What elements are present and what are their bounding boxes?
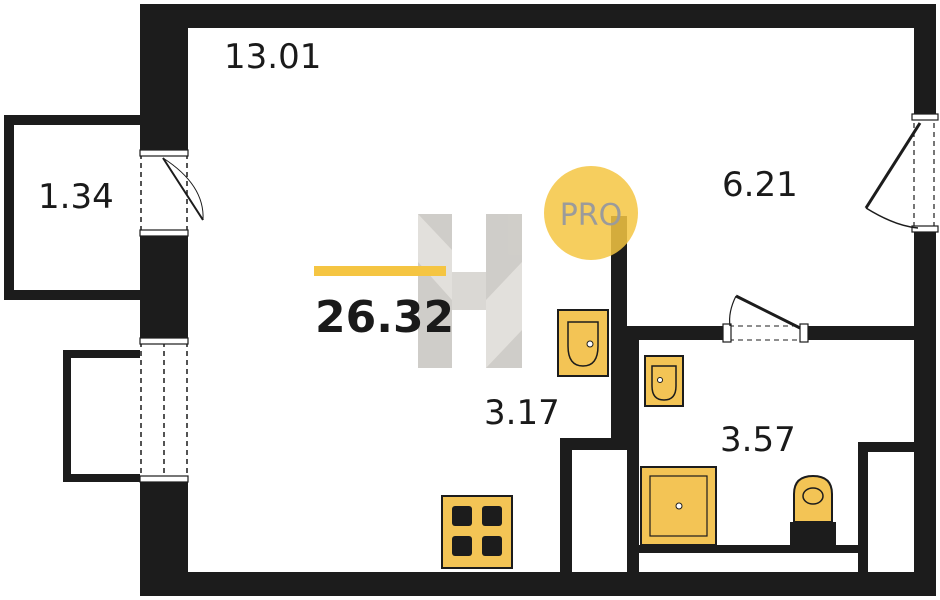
shower-tray bbox=[640, 466, 717, 546]
room-area-balcony: 1.34 bbox=[38, 177, 114, 217]
window-bottom-left[interactable] bbox=[139, 337, 189, 483]
entrance-door[interactable] bbox=[864, 113, 939, 233]
accent-bar bbox=[314, 266, 446, 276]
stove bbox=[441, 495, 513, 569]
bathroom-door[interactable] bbox=[722, 294, 809, 343]
total-area: 26.32 bbox=[315, 292, 454, 343]
inner-walls bbox=[560, 216, 926, 574]
room-area-bathroom: 3.57 bbox=[720, 420, 796, 460]
window-bay bbox=[63, 350, 140, 482]
room-area-hallway: 6.21 bbox=[722, 165, 798, 205]
room-area-main: 13.01 bbox=[224, 37, 321, 77]
pro-badge-text: PRO bbox=[560, 198, 623, 233]
window-top-left[interactable] bbox=[139, 149, 204, 237]
outer-walls bbox=[140, 4, 936, 596]
room-area-kitchen: 3.17 bbox=[484, 393, 560, 433]
kitchen-sink bbox=[557, 309, 609, 377]
toilet bbox=[790, 474, 836, 547]
pro-badge: PRO bbox=[544, 166, 638, 260]
h-watermark-logo bbox=[418, 214, 522, 368]
bathroom-sink bbox=[644, 355, 684, 407]
